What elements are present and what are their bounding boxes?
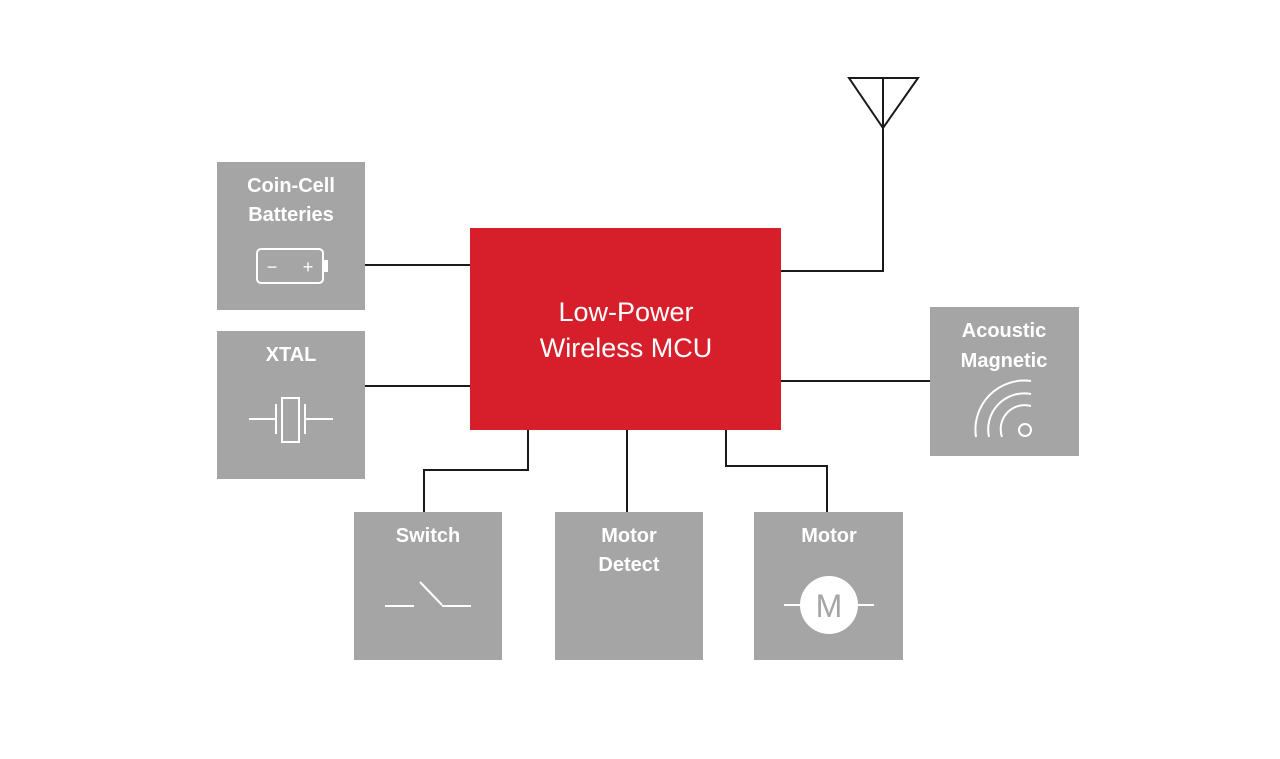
motor-block: Motor M: [754, 512, 903, 660]
acoustic-label-line2: Magnetic: [961, 350, 1048, 372]
motor-detect-block: Motor Detect: [555, 512, 703, 660]
switch-box: [354, 512, 502, 660]
battery-plus-sign: +: [303, 257, 314, 277]
wire-mcu-motor: [725, 430, 828, 512]
xtal-box: [217, 331, 365, 479]
battery-icon: − +: [256, 248, 328, 284]
acoustic-box: [930, 307, 1079, 456]
motor-detect-label-line2: Detect: [598, 554, 659, 576]
motor-label: Motor: [801, 525, 857, 547]
battery-box: [217, 162, 365, 310]
acoustic-block: Acoustic Magnetic: [930, 307, 1079, 456]
crystal-icon: [249, 397, 333, 443]
mcu-label-line1: Low-Power: [558, 297, 693, 327]
mcu-label-line2: Wireless MCU: [540, 333, 713, 363]
mcu-block: Low-Power Wireless MCU: [470, 228, 781, 430]
switch-label: Switch: [396, 525, 460, 547]
mcu-box: [470, 228, 781, 430]
battery-label-line1: Coin-Cell: [247, 175, 335, 197]
battery-minus-sign: −: [267, 257, 278, 277]
acoustic-label-line1: Acoustic: [962, 320, 1046, 342]
wire-mcu-switch: [423, 430, 529, 512]
xtal-block: XTAL: [217, 331, 365, 479]
wireless-waves-icon: [974, 379, 1032, 438]
wire-mcu-antenna: [781, 128, 884, 272]
xtal-label: XTAL: [266, 344, 317, 366]
connections: [365, 128, 930, 512]
motor-detect-label-line1: Motor: [601, 525, 657, 547]
switch-block: Switch: [354, 512, 502, 660]
battery-block: Coin-Cell Batteries − +: [217, 162, 365, 310]
motor-symbol: M: [816, 588, 843, 624]
switch-icon: [385, 581, 471, 607]
battery-label-line2: Batteries: [248, 204, 334, 226]
motor-icon: M: [784, 576, 874, 634]
antenna-icon: [847, 77, 920, 130]
motor-detect-box: [555, 512, 703, 660]
